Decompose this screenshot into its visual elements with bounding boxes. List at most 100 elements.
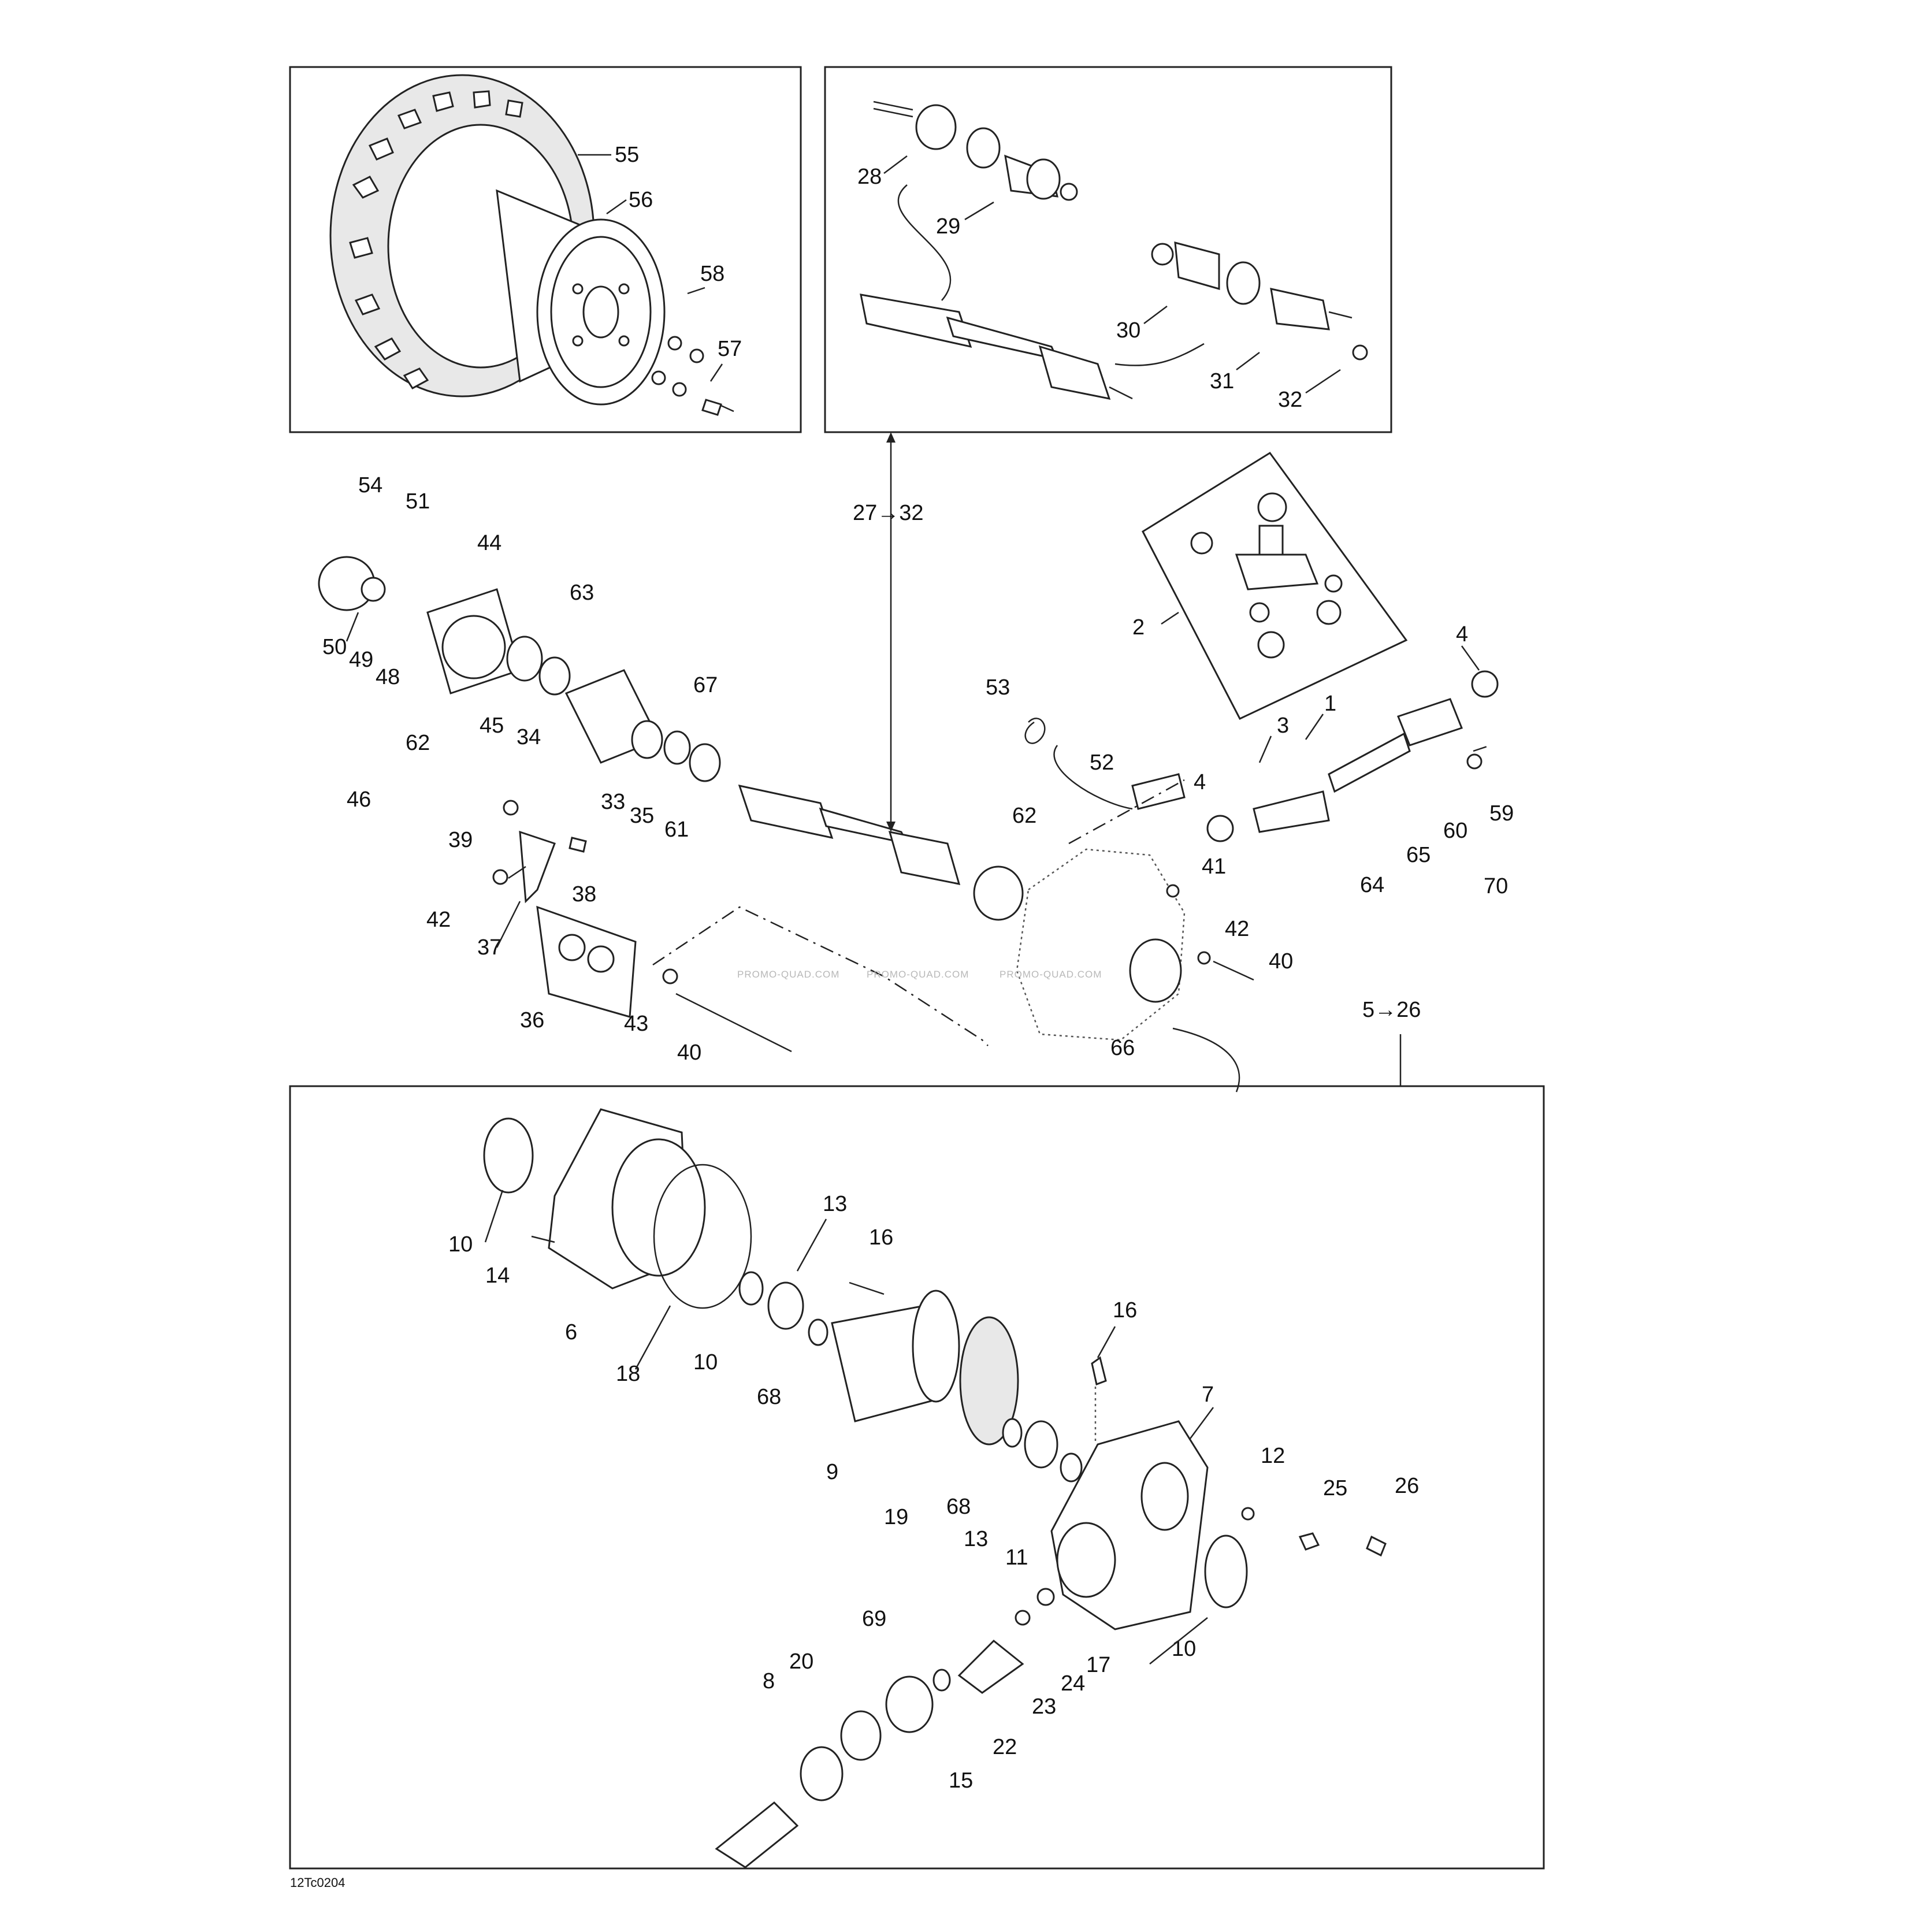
callout-2: 2 bbox=[1132, 615, 1145, 640]
callout-13b: 13 bbox=[964, 1527, 988, 1551]
callout-23: 23 bbox=[1032, 1695, 1056, 1719]
callout-42a: 41 bbox=[1202, 854, 1226, 879]
callout-5-26: 5→26 bbox=[1362, 998, 1421, 1022]
callout-15: 17 bbox=[1086, 1653, 1110, 1677]
cv-joint-inner-drawing bbox=[1151, 241, 1368, 361]
dashdot-linkage-2 bbox=[1068, 779, 1185, 845]
callout-55: 56 bbox=[629, 188, 653, 212]
pinion-assembly-drawing bbox=[715, 1588, 1055, 1868]
dashdot-linkage-3 bbox=[1473, 744, 1491, 752]
gearbox-cover-drawing bbox=[483, 1108, 752, 1309]
callout-45: 45 bbox=[480, 714, 504, 738]
callout-30: 30 bbox=[1116, 318, 1140, 343]
callout-27-32: 27→32 bbox=[853, 501, 924, 525]
callout-43b: 43 bbox=[624, 1012, 648, 1036]
callout-62: 62 bbox=[406, 731, 430, 755]
callout-63: 63 bbox=[570, 581, 594, 605]
callout-38: 38 bbox=[572, 882, 596, 906]
callout-48: 49 bbox=[349, 648, 373, 672]
axle-shaft-top-drawing bbox=[860, 293, 1133, 400]
callout-54: 55 bbox=[615, 143, 639, 167]
callout-24: 24 bbox=[1061, 1671, 1085, 1696]
callout-21: 19 bbox=[884, 1505, 908, 1529]
callout-44: 44 bbox=[477, 531, 501, 555]
differential-internals-drawing bbox=[738, 1271, 1083, 1483]
callout-68a: 68 bbox=[757, 1385, 781, 1409]
bracket-drawing bbox=[492, 800, 792, 1053]
rim-drawing bbox=[496, 189, 666, 406]
gearbox-housing-drawing bbox=[1050, 1356, 1387, 1630]
arrow-cv-to-shaft bbox=[897, 184, 952, 301]
callout-35: 35 bbox=[630, 804, 654, 828]
universal-joint-kit-frame bbox=[1142, 451, 1408, 720]
callout-16: 16 bbox=[1113, 1298, 1137, 1322]
callout-67: 67 bbox=[693, 673, 718, 697]
callout-11a: 10 bbox=[693, 1350, 718, 1374]
callout-42b: 42 bbox=[426, 908, 451, 932]
callout-58: 59 bbox=[1489, 801, 1514, 826]
arrow-diff-to-gearbox bbox=[1172, 1027, 1240, 1093]
callout-60: 61 bbox=[664, 818, 689, 842]
callout-8: 8 bbox=[763, 1669, 775, 1693]
leader-lines bbox=[345, 154, 1480, 1665]
cv-joint-outer-drawing bbox=[873, 101, 1078, 201]
callout-34: 34 bbox=[517, 725, 541, 749]
watermark-text: PROMO-QUAD.COM bbox=[737, 969, 839, 980]
diagram-code: 12Tc0204 bbox=[290, 1875, 345, 1890]
callout-10b: 10 bbox=[1172, 1637, 1196, 1661]
callout-70: 70 bbox=[1484, 874, 1508, 898]
watermark-text-2: PROMO-QUAD.COM bbox=[867, 969, 969, 980]
callout-66: 66 bbox=[1110, 1036, 1135, 1060]
front-axle-shaft-drawing bbox=[738, 784, 1024, 921]
callout-14: 15 bbox=[949, 1768, 973, 1793]
callout-12: 12 bbox=[1261, 1444, 1285, 1468]
callout-43a: 42 bbox=[1225, 917, 1249, 941]
callout-41: 40 bbox=[1269, 949, 1293, 974]
callout-20: 20 bbox=[789, 1649, 813, 1674]
callout-53: 54 bbox=[358, 473, 382, 497]
steering-knuckle-drawing bbox=[318, 556, 721, 782]
callout-4a: 4 bbox=[1456, 622, 1468, 647]
callout-6: 6 bbox=[565, 1320, 577, 1344]
callout-3: 3 bbox=[1277, 714, 1289, 738]
callout-64: 64 bbox=[1360, 873, 1384, 897]
callout-9: 9 bbox=[826, 1460, 838, 1484]
callout-7: 7 bbox=[1202, 1383, 1214, 1407]
callout-46: 46 bbox=[347, 787, 371, 812]
spring-and-clip-drawing bbox=[1024, 718, 1186, 810]
callout-26: 26 bbox=[1395, 1474, 1419, 1498]
callout-29: 29 bbox=[936, 214, 960, 239]
callout-65: 65 bbox=[1406, 843, 1431, 867]
callout-labels: 55 56 58 57 28 29 30 31 32 54 51 44 63 5… bbox=[322, 143, 1514, 1793]
callout-50: 51 bbox=[406, 489, 430, 514]
callout-25: 25 bbox=[1323, 1476, 1347, 1500]
callout-31: 31 bbox=[1210, 369, 1234, 393]
universal-joint-kit-drawing bbox=[1190, 492, 1343, 659]
gearbox-panel-frame bbox=[289, 1085, 1545, 1870]
callout-4b: 4 bbox=[1194, 770, 1206, 794]
callout-28: 28 bbox=[857, 165, 882, 189]
callout-40: 40 bbox=[677, 1041, 701, 1065]
callout-22: 22 bbox=[993, 1735, 1017, 1759]
arrow-inner-to-shaft bbox=[1114, 343, 1205, 366]
callout-57: 58 bbox=[700, 262, 724, 286]
callout-39: 39 bbox=[448, 828, 473, 852]
propeller-shaft-drawing bbox=[1206, 670, 1499, 842]
callout-52: 53 bbox=[986, 675, 1010, 700]
callout-36: 36 bbox=[520, 1008, 544, 1032]
front-differential-drawing bbox=[1016, 848, 1254, 1041]
wheel-panel-frame bbox=[289, 66, 802, 433]
callout-68b: 68 bbox=[946, 1495, 971, 1519]
callout-33: 33 bbox=[601, 790, 625, 814]
callout-32: 32 bbox=[1278, 388, 1302, 412]
callout-17: 14 bbox=[485, 1264, 510, 1288]
lug-nuts-drawing bbox=[651, 336, 734, 416]
callout-69: 69 bbox=[862, 1607, 886, 1631]
callout-18: 18 bbox=[616, 1362, 640, 1386]
callout-1: 1 bbox=[1324, 692, 1336, 716]
callout-11b: 11 bbox=[1005, 1545, 1028, 1570]
callout-13a: 13 bbox=[823, 1192, 847, 1216]
callout-10a: 10 bbox=[448, 1232, 473, 1257]
callout-51: 52 bbox=[1090, 750, 1114, 775]
callout-59: 60 bbox=[1443, 819, 1467, 843]
